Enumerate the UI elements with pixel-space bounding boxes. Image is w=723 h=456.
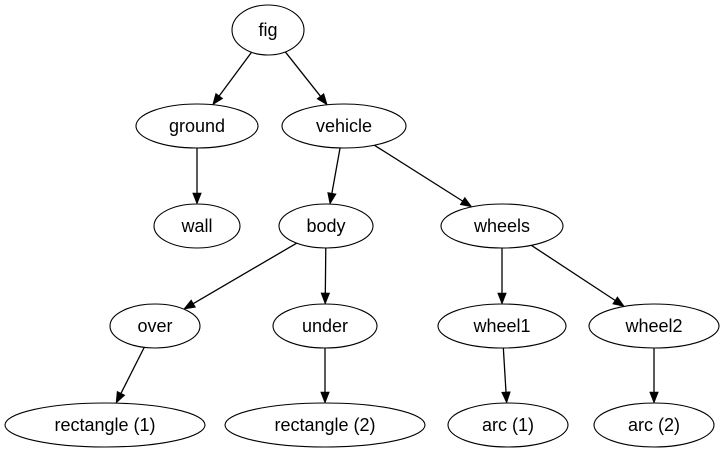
edge-body-to-over (183, 242, 297, 310)
graph-node-rectangle1[interactable]: rectangle (1) (4, 402, 206, 448)
arrowhead-icon (612, 296, 625, 307)
edge-line (120, 347, 145, 394)
node-ellipse[interactable] (4, 402, 206, 448)
nodes-layer: fig ground vehicle wall body wheels over under w… (4, 4, 720, 448)
arrowhead-icon (212, 92, 224, 106)
node-ellipse[interactable] (231, 4, 305, 56)
graph-node-vehicle[interactable]: vehicle (281, 103, 407, 149)
node-ellipse[interactable] (447, 402, 569, 448)
edge-over-to-rectangle1 (115, 347, 145, 404)
node-ellipse[interactable] (109, 303, 201, 349)
node-ellipse[interactable] (272, 303, 378, 349)
graph-node-arc2[interactable]: arc (2) (593, 402, 715, 448)
arrowhead-icon (497, 292, 507, 305)
node-ellipse[interactable] (588, 303, 720, 349)
arrowhead-icon (649, 391, 659, 404)
edge-line (193, 242, 297, 305)
edge-line (530, 244, 616, 301)
graph-node-wheels[interactable]: wheels (440, 203, 564, 249)
graph-node-wheel2[interactable]: wheel2 (588, 303, 720, 349)
edge-fig-to-ground (212, 51, 253, 106)
edge-line (218, 51, 253, 97)
edge-line (331, 147, 341, 194)
arrowhead-icon (316, 93, 328, 106)
edge-vehicle-to-wheels (373, 144, 473, 208)
edge-body-to-under (320, 247, 331, 305)
arrowhead-icon (501, 391, 511, 404)
graph-node-arc1[interactable]: arc (1) (447, 402, 569, 448)
graph-node-ground[interactable]: ground (135, 103, 259, 149)
node-ellipse[interactable] (224, 402, 426, 448)
node-ellipse[interactable] (593, 402, 715, 448)
node-ellipse[interactable] (135, 103, 259, 149)
edge-line (373, 144, 463, 202)
graph-node-wheel1[interactable]: wheel1 (437, 303, 567, 349)
arrowhead-icon (320, 391, 330, 404)
arrowhead-icon (183, 299, 197, 310)
edge-line (284, 51, 321, 97)
graph-node-body[interactable]: body (278, 203, 374, 249)
node-ellipse[interactable] (153, 203, 241, 249)
arrowhead-icon (115, 390, 126, 404)
edge-wheels-to-wheel2 (530, 244, 625, 307)
edge-wheels-to-wheel1 (497, 248, 507, 305)
arrowhead-icon (192, 192, 202, 205)
edge-wheel2-to-arc2 (649, 348, 659, 404)
arrowhead-icon (320, 292, 331, 305)
edge-ground-to-wall (192, 148, 202, 205)
graph-node-rectangle2[interactable]: rectangle (2) (224, 402, 426, 448)
edges-layer (115, 51, 659, 404)
edge-line (502, 347, 507, 393)
edge-wheel1-to-arc1 (501, 347, 511, 404)
edge-fig-to-vehicle (284, 51, 328, 106)
node-ellipse[interactable] (281, 103, 407, 149)
node-ellipse[interactable] (440, 203, 564, 249)
graph-node-fig[interactable]: fig (231, 4, 305, 56)
node-ellipse[interactable] (278, 203, 374, 249)
edge-under-to-rectangle2 (320, 348, 330, 404)
graph-node-wall[interactable]: wall (153, 203, 241, 249)
edge-vehicle-to-body (327, 147, 341, 205)
node-ellipse[interactable] (437, 303, 567, 349)
graph-node-over[interactable]: over (109, 303, 201, 349)
graph-node-under[interactable]: under (272, 303, 378, 349)
arrowhead-icon (459, 196, 473, 208)
arrowhead-icon (327, 192, 337, 205)
